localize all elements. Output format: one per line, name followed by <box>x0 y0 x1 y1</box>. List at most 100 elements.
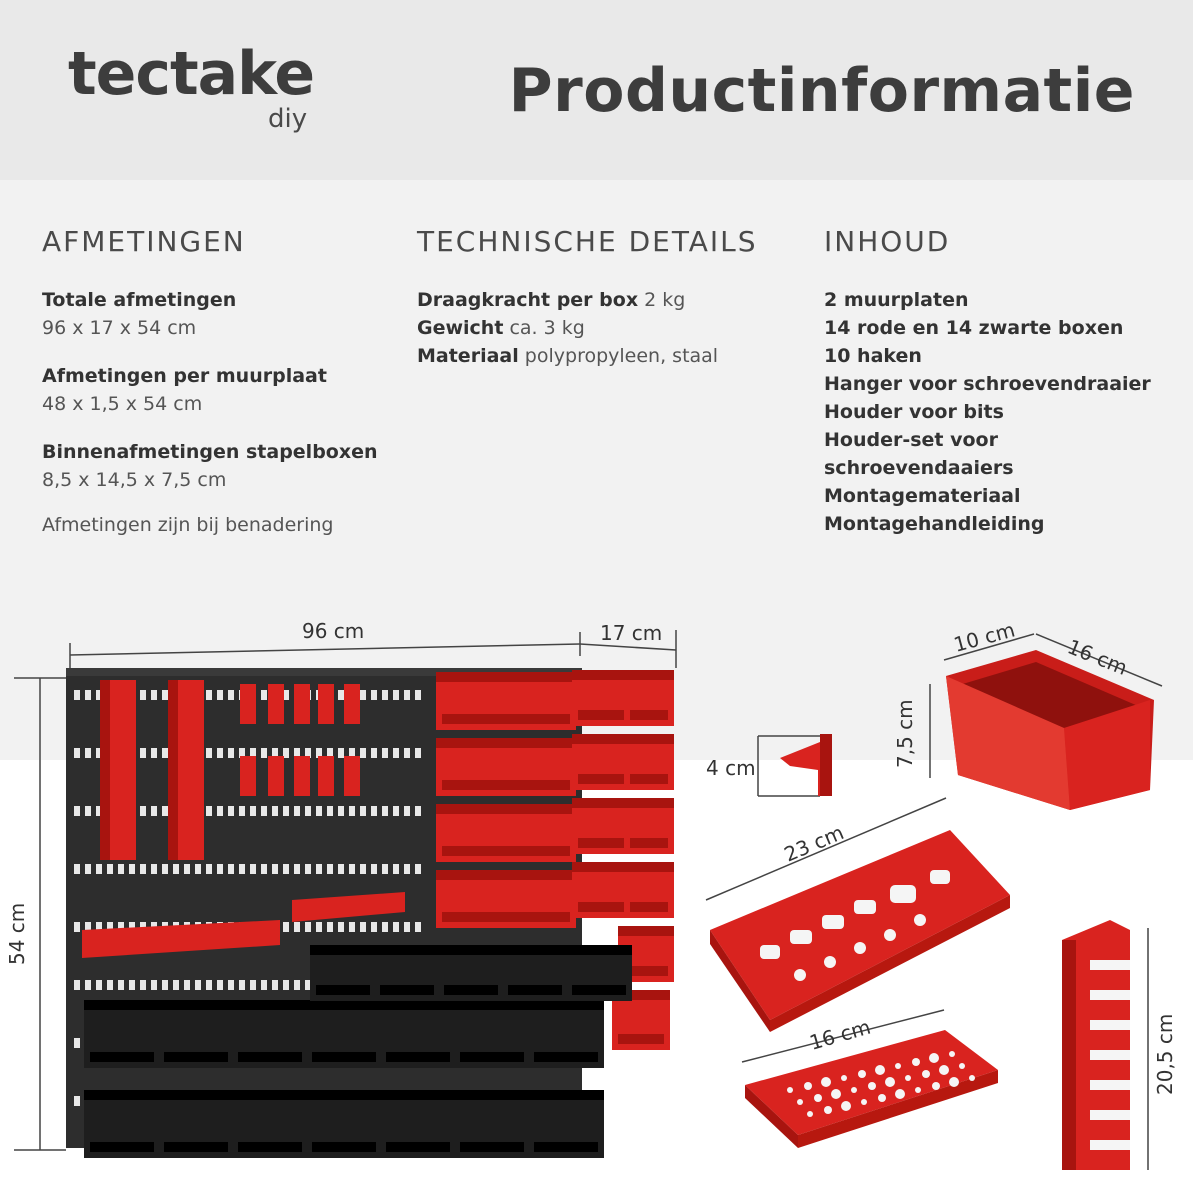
panel-slot <box>338 980 344 990</box>
technical-value: polypropyleen, staal <box>524 345 719 367</box>
dimension-label: Afmetingen per muurplaat <box>42 365 327 387</box>
bin <box>624 862 674 918</box>
bin-front <box>380 985 434 995</box>
bin <box>306 1090 382 1158</box>
bin-rim <box>624 798 674 808</box>
panel-slot <box>228 1038 234 1048</box>
hook <box>240 756 256 796</box>
panel-slot <box>140 922 146 932</box>
panel-slot <box>228 980 234 990</box>
holder-hole <box>841 1101 851 1111</box>
dimension-value: 8,5 x 14,5 x 7,5 cm <box>42 469 227 491</box>
panel-slot <box>195 922 201 932</box>
bin-rim <box>572 862 630 872</box>
panel-slot <box>206 922 212 932</box>
technical-label: Draagkracht per box <box>417 289 639 311</box>
bin-rim <box>502 945 568 955</box>
dimensions-heading: AFMETINGEN <box>42 225 246 258</box>
panel-slot <box>327 1096 333 1106</box>
holder-hole <box>861 1099 867 1105</box>
hook <box>294 756 310 796</box>
panel-slot <box>85 1096 91 1106</box>
hook <box>344 756 360 796</box>
panel-slot <box>393 864 399 874</box>
panel-slot <box>294 864 300 874</box>
bin <box>454 1090 530 1158</box>
panel-slot <box>96 806 102 816</box>
panel-slot <box>206 806 212 816</box>
contents-item: Montagemateriaal <box>824 485 1021 507</box>
panel-slot <box>239 980 245 990</box>
bin-front <box>386 1142 450 1152</box>
bin <box>436 804 576 862</box>
panel-slot <box>96 1038 102 1048</box>
technical-value: 2 kg <box>644 289 686 311</box>
panel-slot <box>173 864 179 874</box>
panel-slot <box>96 980 102 990</box>
holder-large-label: 23 cm <box>781 820 848 866</box>
bin-rim <box>84 1090 160 1100</box>
panel-slot <box>382 980 388 990</box>
panel-slot <box>305 806 311 816</box>
panel-slot <box>360 980 366 990</box>
panel-slot <box>349 806 355 816</box>
technical-item: Draagkracht per box 2 kg <box>417 286 797 314</box>
bin <box>306 1000 382 1068</box>
panel-slot <box>74 806 80 816</box>
holder-hole <box>922 1070 930 1078</box>
panel-slot <box>360 806 366 816</box>
dimension-item: Afmetingen per muurplaat 48 x 1,5 x 54 c… <box>42 362 402 418</box>
panel-slot <box>74 1038 80 1048</box>
dimensions-note: Afmetingen zijn bij benadering <box>42 514 334 536</box>
panel-slot <box>85 980 91 990</box>
panel-slot <box>206 864 212 874</box>
panel-slot <box>283 980 289 990</box>
panel-slot <box>151 980 157 990</box>
panel-slot <box>129 864 135 874</box>
panel-slot <box>228 922 234 932</box>
bin <box>380 1000 456 1068</box>
panel-slot <box>261 1038 267 1048</box>
bin-front <box>630 774 668 784</box>
panel-slot <box>250 1096 256 1106</box>
panel-slot <box>382 864 388 874</box>
panel-slot <box>118 1096 124 1106</box>
hanger-slot <box>1090 1080 1130 1090</box>
panel-slot <box>173 1096 179 1106</box>
contents-heading: INHOUD <box>824 225 951 258</box>
panel-slot <box>338 806 344 816</box>
panel-slot <box>349 864 355 874</box>
hook <box>268 756 284 796</box>
technical-value: ca. 3 kg <box>509 317 585 339</box>
bin <box>374 945 440 1001</box>
bin <box>438 945 504 1001</box>
panel-slot <box>327 806 333 816</box>
technical-item: Materiaal polypropyleen, staal <box>417 342 797 370</box>
bin <box>528 1000 604 1068</box>
bin-rim <box>310 945 376 955</box>
panel-slot <box>107 1096 113 1106</box>
bin <box>310 945 376 1001</box>
bin <box>232 1090 308 1158</box>
bin <box>380 1090 456 1158</box>
holder-hole <box>868 1082 876 1090</box>
panel-slot <box>382 806 388 816</box>
panel-slot <box>184 864 190 874</box>
panel-slot <box>272 980 278 990</box>
panel-slot <box>415 980 421 990</box>
panel-slot <box>107 1038 113 1048</box>
panel-slot <box>206 980 212 990</box>
panel-slot <box>228 864 234 874</box>
panel-slot <box>360 922 366 932</box>
panel-slot <box>283 1096 289 1106</box>
panel-slot <box>294 980 300 990</box>
panel-slot <box>118 1038 124 1048</box>
panel-slot <box>305 1038 311 1048</box>
panel-slot <box>173 1038 179 1048</box>
panel-slot <box>162 980 168 990</box>
bin-rim <box>232 1000 308 1010</box>
bin-rim <box>528 1090 604 1100</box>
panel-slot <box>404 864 410 874</box>
technical-column: TECHNISCHE DETAILS Draagkracht per box 2… <box>417 225 797 370</box>
bin-rim <box>306 1000 382 1010</box>
